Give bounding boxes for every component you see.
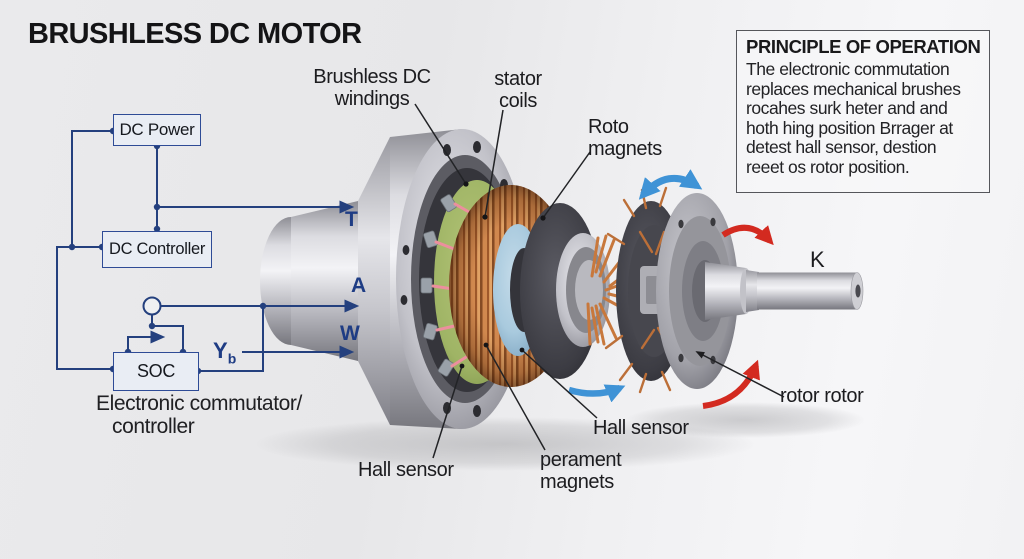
- rotation-arrow-red-bottom: [702, 359, 760, 409]
- label-hall-sensor-right: Hall sensor: [593, 417, 689, 439]
- circuit-diagram: [56, 127, 360, 375]
- label-line: magnets: [540, 471, 614, 493]
- label-rotor-magnets: Roto magnets: [588, 116, 662, 160]
- rotation-arrow-blue-bottom: [568, 384, 626, 403]
- principle-line: rocahes surk heter and and: [746, 98, 948, 118]
- label-permanent-magnets: perament magnets: [540, 449, 622, 493]
- label-line: stator: [494, 68, 542, 90]
- soc-block: SOC: [113, 352, 199, 391]
- label-line: windings: [334, 88, 410, 110]
- rotation-arrow-blue-top: [638, 169, 703, 200]
- leader-lines: [414, 103, 785, 459]
- label-line: magnets: [588, 138, 662, 160]
- principle-line: hoth hing position Brrager at: [746, 117, 953, 138]
- principle-heading: PRINCIPLE OF OPERATION: [746, 36, 981, 57]
- rotor-flange-and-shaft: [656, 193, 864, 389]
- label-stator-coils: stator coils: [486, 68, 550, 112]
- rotation-arrows: [568, 169, 774, 409]
- rotor-core: [520, 203, 648, 379]
- label-line: perament: [540, 449, 622, 471]
- principle-line: detest hall sensor, destion: [746, 137, 937, 157]
- label-line: Brushless DC: [313, 66, 431, 88]
- label-line: coils: [498, 90, 537, 112]
- rotation-arrow-red-top: [721, 224, 774, 246]
- label-hall-sensor-left: Hall sensor: [358, 459, 454, 481]
- feedback-label-sub: b: [227, 350, 237, 367]
- commutator-caption-line2: controller: [112, 415, 195, 438]
- commutator-caption-line1: Electronic commutator/: [96, 392, 302, 415]
- ground-shadow: [255, 402, 865, 471]
- principle-of-operation-box: PRINCIPLE OF OPERATION The electronic co…: [736, 30, 990, 193]
- dc-power-block: DC Power: [113, 114, 201, 146]
- phase-label-a: A: [351, 274, 367, 297]
- label-shaft-k: K: [810, 247, 825, 272]
- phase-label-w: W: [340, 322, 360, 345]
- dc-controller-block: DC Controller: [102, 231, 212, 268]
- page-title: BRUSHLESS DC MOTOR: [28, 18, 362, 50]
- principle-line: The electronic commutation: [746, 59, 950, 79]
- label-brushless-dc-windings: Brushless DC windings: [306, 66, 438, 110]
- label-rotor: rotor rotor: [780, 385, 864, 407]
- feedback-label-yb: Yb: [213, 338, 236, 366]
- principle-line: reeet os rotor position.: [746, 156, 910, 177]
- principle-line: replaces mechanical brushes: [746, 78, 961, 99]
- label-line: Roto: [588, 116, 629, 138]
- feedback-label-main: Y: [213, 338, 228, 363]
- phase-label-t: T: [345, 208, 358, 231]
